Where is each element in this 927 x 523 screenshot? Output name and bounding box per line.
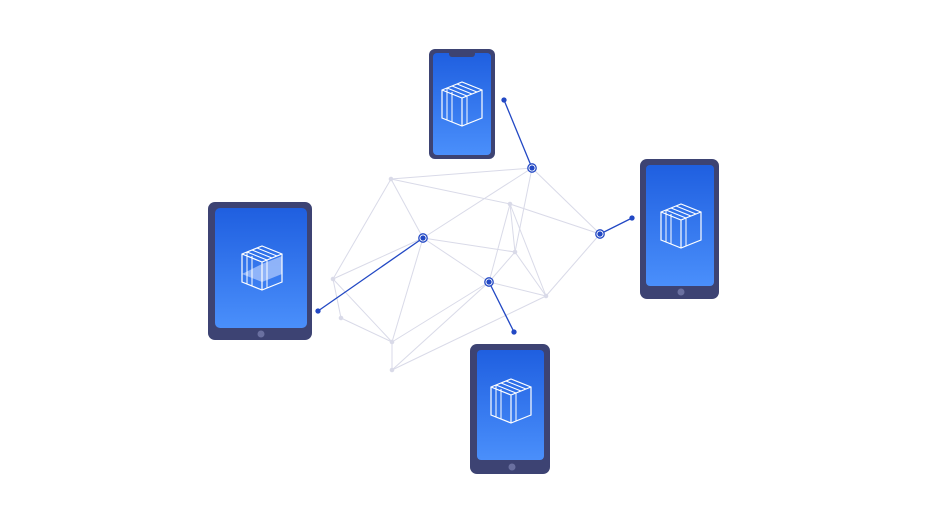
connection-line (503, 99, 533, 169)
hub-center (529, 165, 535, 171)
phone-device-bottom (470, 344, 550, 474)
network-edge (340, 317, 393, 343)
connection-endpoint (629, 215, 635, 221)
network-edge (509, 203, 601, 235)
network-edge (391, 237, 424, 343)
network-edge (509, 203, 516, 253)
connection-line (317, 237, 424, 312)
network-edge (390, 178, 424, 239)
network-edge (422, 237, 516, 253)
network-edge (488, 251, 516, 283)
network-edge (545, 233, 601, 297)
device-connections (315, 97, 635, 335)
network-edge (531, 167, 601, 235)
network-node (338, 315, 344, 321)
connection-endpoint (501, 97, 507, 103)
network-edge (514, 167, 533, 253)
network-edge (332, 178, 392, 280)
network-mesh (330, 167, 601, 373)
network-edge (390, 178, 511, 205)
hub-center (420, 235, 426, 241)
network-edge (391, 295, 547, 371)
network-edge (332, 237, 424, 280)
network-edge (514, 251, 547, 297)
network-edge (509, 203, 547, 297)
network-node (512, 249, 518, 255)
network-node (543, 293, 549, 299)
phone-device-top (429, 49, 495, 159)
hub-center (486, 279, 492, 285)
connection-endpoint (315, 308, 321, 314)
network-node (389, 339, 395, 345)
network-node (507, 201, 513, 207)
network-node (388, 176, 394, 182)
network-edge (488, 281, 547, 297)
network-edge (390, 167, 533, 180)
connection-line (488, 281, 515, 333)
network-node (389, 367, 395, 373)
connection-endpoint (511, 329, 517, 335)
network-edge (391, 281, 490, 343)
network-edge (332, 278, 393, 343)
tablet-device-left (208, 202, 312, 340)
hub-center (597, 231, 603, 237)
network-edge (422, 237, 490, 283)
network-edge (422, 167, 533, 239)
network-edge (391, 281, 490, 371)
phone-device-right (640, 159, 719, 299)
network-node (330, 276, 336, 282)
network-edge (488, 203, 511, 283)
connection-line (599, 217, 633, 235)
